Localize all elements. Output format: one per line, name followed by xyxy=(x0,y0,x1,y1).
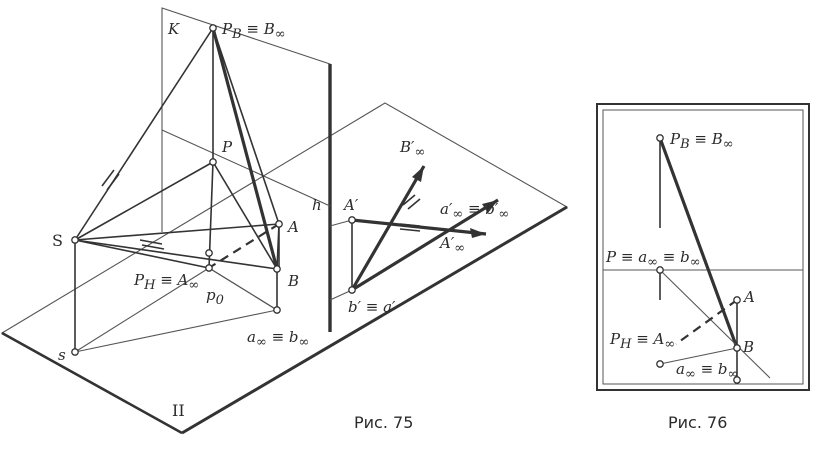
line-PB-A xyxy=(212,27,280,225)
point-PB xyxy=(209,24,217,32)
line-s-p0 xyxy=(74,267,210,353)
label-A: A xyxy=(286,218,299,236)
parallel-mark-8 xyxy=(399,228,421,232)
arrow-a-prime-inf xyxy=(482,200,498,213)
parallel-mark-5 xyxy=(402,194,416,206)
f76-label-B: B xyxy=(742,338,754,356)
plane-front-edge xyxy=(1,331,183,435)
parallel-mark-2 xyxy=(106,173,120,191)
caption-76: Рис. 76 xyxy=(668,413,727,432)
arrow-B-prime-inf xyxy=(412,166,424,182)
f76-line-B-a xyxy=(659,347,738,365)
line-B-prime-inf xyxy=(350,165,426,291)
parallel-mark-3 xyxy=(139,239,163,245)
f76-label-A: A xyxy=(742,288,755,306)
f76-line-PB-B-thick xyxy=(658,137,739,349)
arrow-A-prime-inf xyxy=(470,228,486,238)
line-S-B xyxy=(74,239,278,270)
label-a-b-prime-inf: a′∞ ≡ b′∞ xyxy=(440,200,509,222)
frame-outer xyxy=(596,103,810,391)
point-A-prime xyxy=(348,216,356,224)
label-b-a-prime: b′ ≡ a′ xyxy=(348,298,396,316)
label-h: h xyxy=(312,196,322,214)
f76-label-PB: PB ≡ B∞ xyxy=(669,130,734,152)
plane-right-edge xyxy=(181,205,568,435)
f76-point-B xyxy=(733,344,741,352)
label-H-plane: II xyxy=(172,401,185,420)
f76-point-PB xyxy=(656,134,664,142)
f76-label-ab: a∞ ≡ b∞ xyxy=(676,360,738,382)
label-B: B xyxy=(287,272,299,290)
point-B xyxy=(273,265,281,273)
f76-point-ab xyxy=(733,376,741,384)
line-a-prime-inf xyxy=(351,198,499,292)
label-B-prime-inf: B′∞ xyxy=(399,138,425,160)
point-s xyxy=(71,348,79,356)
label-K: K xyxy=(167,20,180,38)
label-P: P xyxy=(221,138,233,156)
k-horizontal-line xyxy=(161,129,331,207)
f76-point-PH xyxy=(656,360,664,368)
point-A xyxy=(275,220,283,228)
f76-label-PH: PH ≡ A∞ xyxy=(609,330,675,352)
f76-point-A xyxy=(733,296,741,304)
label-A-prime: A′ xyxy=(342,196,359,214)
f76-point-P xyxy=(656,266,664,274)
parallel-mark-1 xyxy=(101,169,115,187)
point-PH xyxy=(205,249,213,257)
label-p0: p0 xyxy=(206,286,224,308)
point-P xyxy=(209,158,217,166)
label-S: S xyxy=(52,231,63,250)
point-ab xyxy=(273,306,281,314)
line-A-PH-dashed xyxy=(211,223,280,267)
line-A-B xyxy=(276,223,280,270)
line-s-ab xyxy=(74,309,278,353)
figure-75: K PB ≡ B∞ P S s A B h PH ≡ A∞ p0 a∞ ≡ b∞… xyxy=(0,7,569,435)
label-PB: PB ≡ B∞ xyxy=(221,20,286,42)
line-A-prime-inf xyxy=(351,218,487,236)
line-PB-B-thick xyxy=(211,27,279,270)
parallel-mark-6 xyxy=(407,198,421,210)
label-A-prime-inf: A′∞ xyxy=(438,234,465,256)
parallel-mark-7 xyxy=(399,223,421,227)
line-p0-ab xyxy=(208,267,278,311)
horizontal-plane xyxy=(0,102,569,434)
f76-line-A-PH-dashed xyxy=(675,299,738,345)
point-p0 xyxy=(205,264,213,272)
f76-line-P-diag xyxy=(659,269,771,379)
label-PH: PH ≡ A∞ xyxy=(133,271,199,293)
caption-75: Рис. 75 xyxy=(354,413,413,432)
frame-inner xyxy=(602,109,804,385)
label-s: s xyxy=(58,346,66,364)
line-S-PB xyxy=(74,27,214,241)
label-ab: a∞ ≡ b∞ xyxy=(247,328,309,350)
f76-label-P-eq: P ≡ a∞ ≡ b∞ xyxy=(605,248,701,270)
line-S-PH xyxy=(74,239,210,269)
line-ab-prime-base xyxy=(329,289,353,301)
line-S-P xyxy=(74,161,214,241)
line-S-A xyxy=(74,223,280,241)
line-P-B xyxy=(212,161,278,270)
figure-76: PB ≡ B∞ P ≡ a∞ ≡ b∞ A B PH ≡ A∞ a∞ ≡ b∞ … xyxy=(596,103,810,432)
point-S xyxy=(71,236,79,244)
parallel-mark-4 xyxy=(141,244,165,250)
point-b-a-prime xyxy=(348,286,356,294)
